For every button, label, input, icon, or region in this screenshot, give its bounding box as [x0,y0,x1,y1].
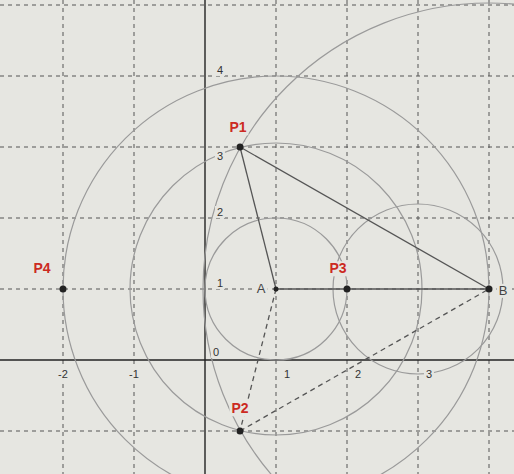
axis-number: -1 [127,368,141,380]
axis-number: 2 [353,368,363,380]
point-label: P1 [227,120,248,135]
axis-number: 0 [211,346,221,358]
axis-number: 1 [215,277,225,289]
points [60,144,493,435]
point-label: P4 [31,261,52,276]
axis-number: 4 [215,64,225,76]
axis-number: 1 [282,368,292,380]
axis-number: 2 [215,206,225,218]
point-label: A [255,282,268,296]
point-label: B [497,284,510,298]
triangle-lines [240,147,489,431]
axis-number: 3 [424,368,434,380]
construction-circles [63,3,514,474]
point-label: P2 [229,401,250,416]
axis-number: -2 [56,368,70,380]
axis-number: 3 [215,150,225,162]
point-label: P3 [327,261,348,276]
